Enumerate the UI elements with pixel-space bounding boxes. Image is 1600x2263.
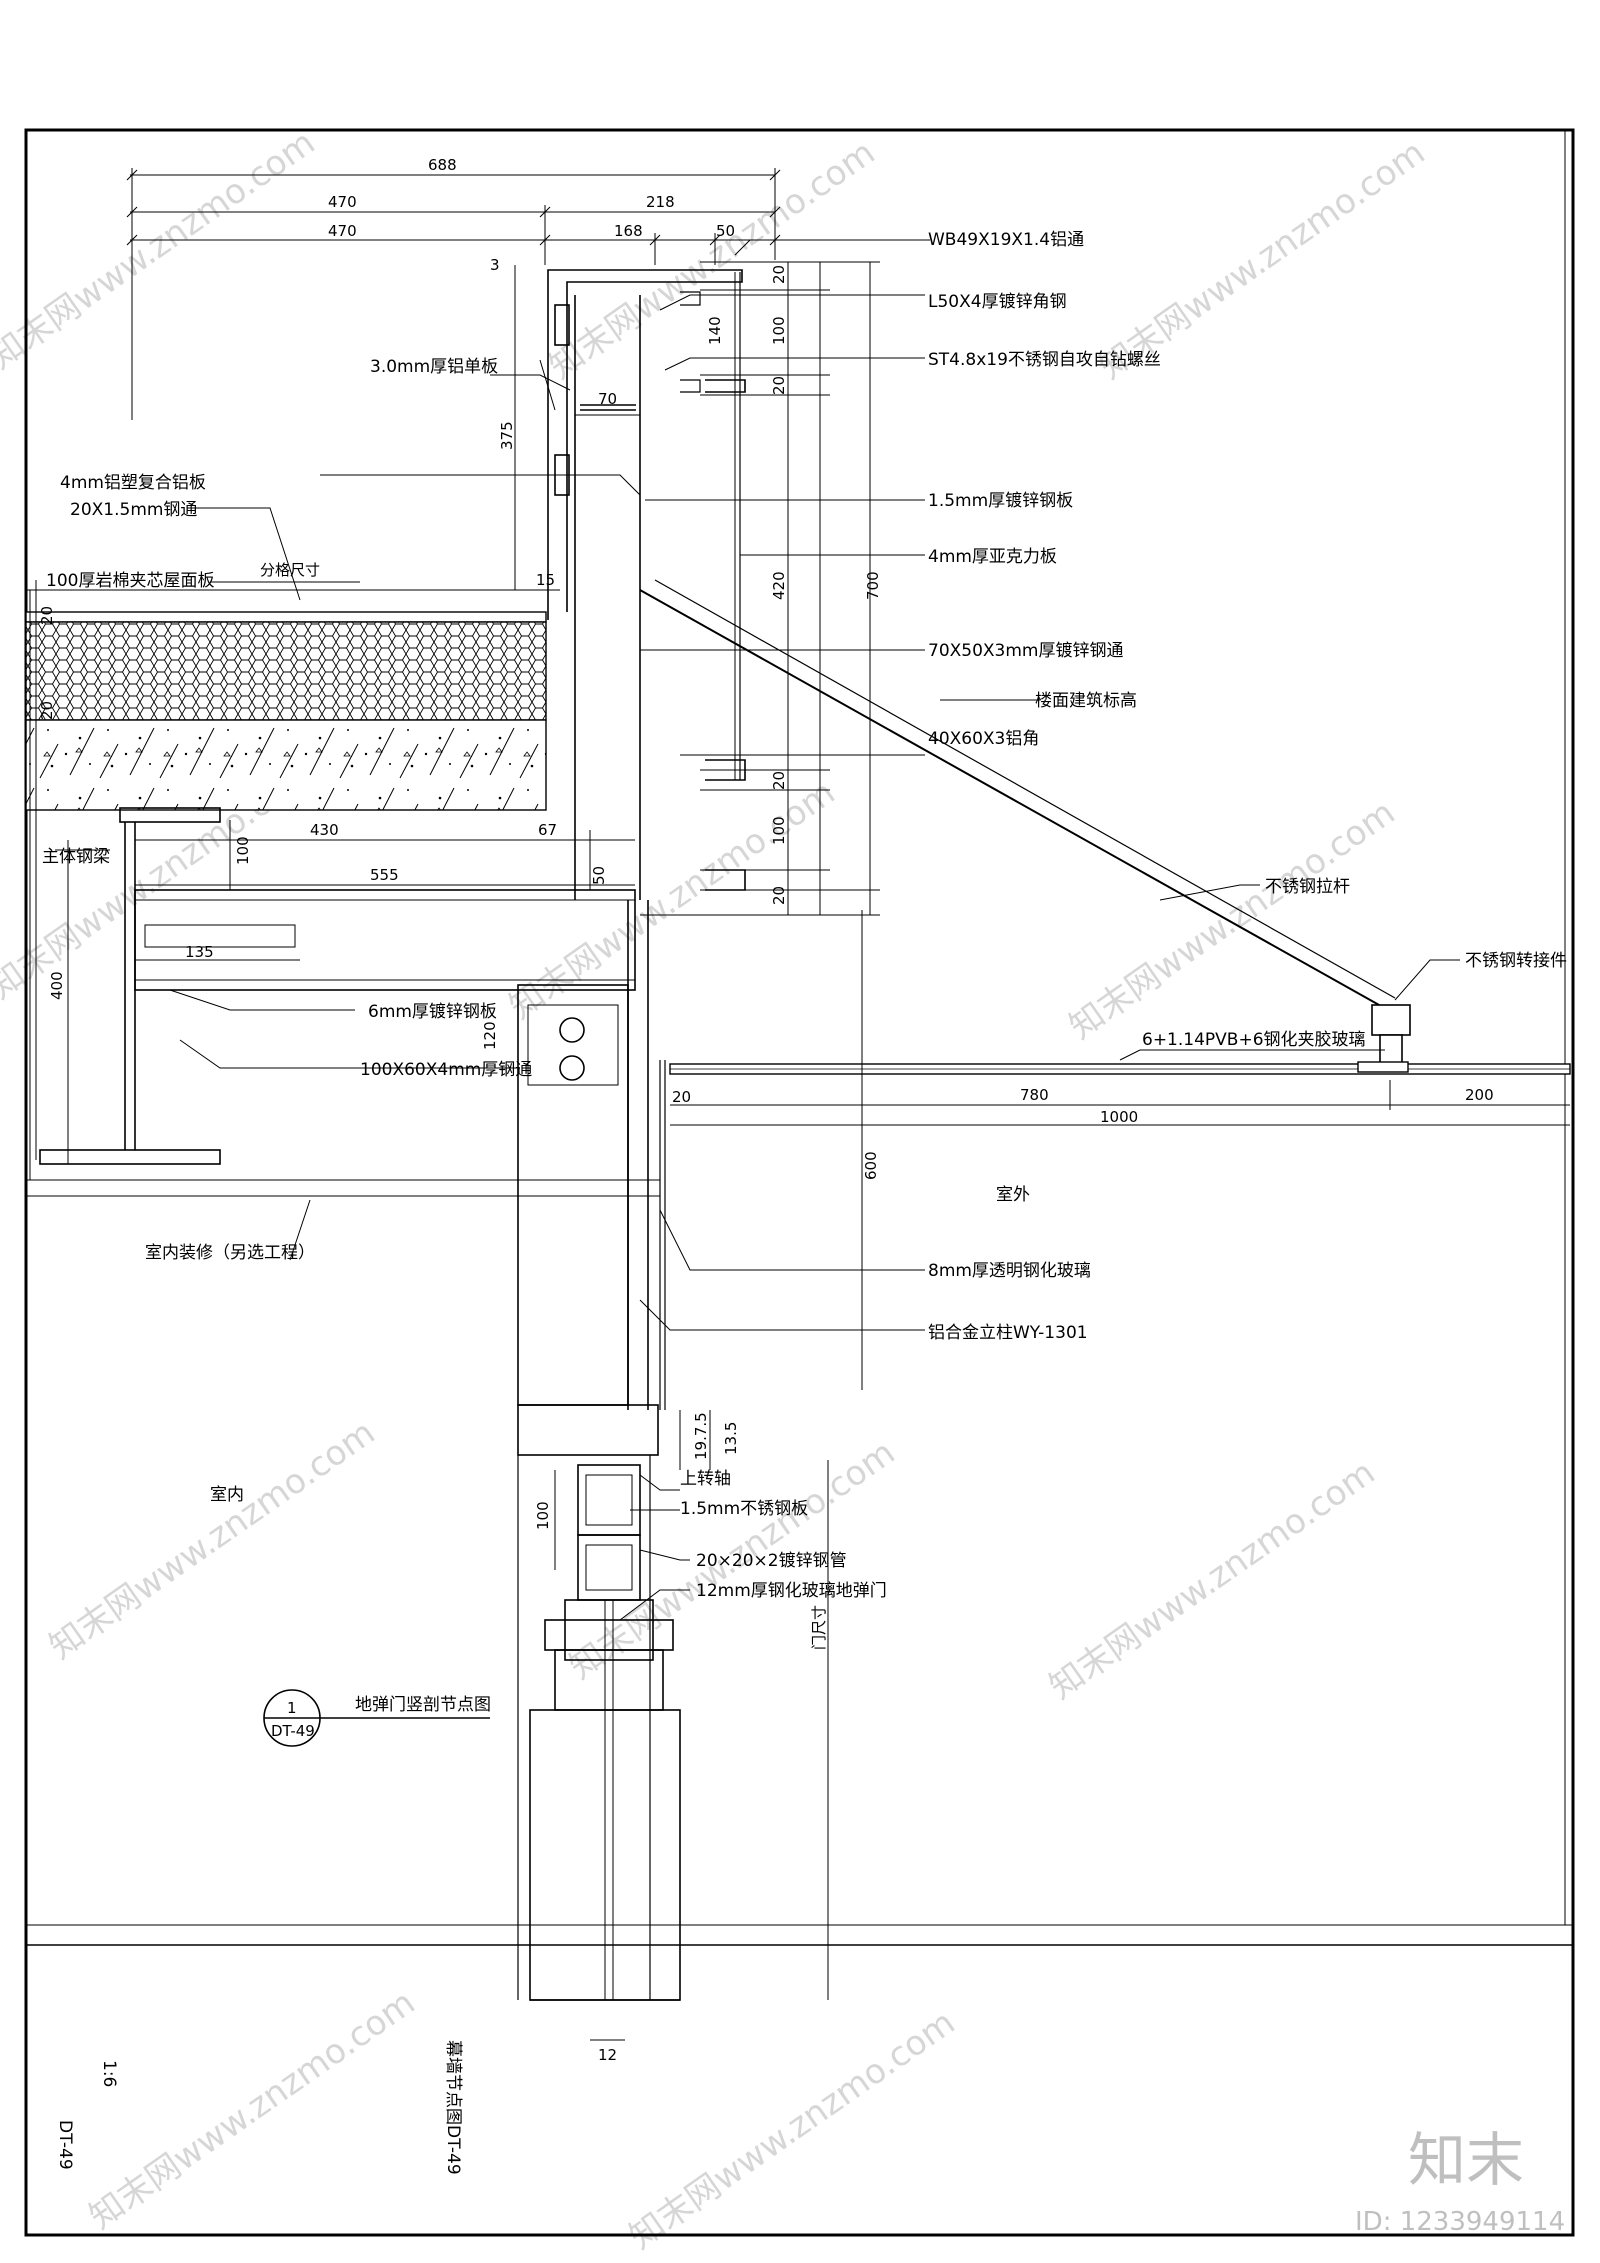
dim-470-second: 470: [328, 222, 357, 240]
dim-375: 375: [498, 421, 516, 450]
dim-right-20c: 20: [770, 771, 788, 790]
main-steel-beam: [26, 807, 660, 1197]
beam-dims: [67, 820, 635, 1164]
dim-right-20b: 20: [770, 376, 788, 395]
dim-12: 12: [598, 2046, 617, 2064]
dim-780: 780: [1020, 1086, 1049, 1104]
watermark-text: 知末网www.znzmo.com: [622, 2003, 962, 2258]
watermark-text: 知末网www.znzmo.com: [1042, 1453, 1382, 1708]
right-dimensions: [640, 261, 880, 916]
dim-19-7-5: 19.7.5: [692, 1412, 710, 1460]
label-al-mullion: 铝合金立柱WY-1301: [928, 1323, 1088, 1343]
label-laminated-glass: 6+1.14PVB+6钢化夹胶玻璃: [1142, 1030, 1366, 1050]
watermark-text: 知末网www.znzmo.com: [542, 133, 882, 388]
dim-218: 218: [646, 193, 675, 211]
top-dimensions: [126, 168, 781, 420]
canopy-dims: [670, 910, 1570, 1390]
label-l50-angle: L50X4厚镀锌角钢: [928, 292, 1067, 312]
watermark-layer: 知末网www.znzmo.com 知末网www.znzmo.com 知末网www…: [0, 123, 1432, 2258]
label-st-screw: ST4.8x19不锈钢自攻自钻螺丝: [928, 350, 1161, 370]
title-scale: 1:6: [99, 2060, 119, 2087]
title-drawing-name: 幕墙节点图DT-49: [443, 2040, 463, 2175]
dim-50-beam: 50: [590, 866, 608, 885]
label-door-glass: 12mm厚钢化玻璃地弹门: [696, 1581, 887, 1601]
dim-50: 50: [716, 222, 735, 240]
label-indoor: 室内: [210, 1485, 244, 1505]
label-galv-tube-70: 70X50X3mm厚镀锌钢通: [928, 641, 1124, 661]
dim-3: 3: [490, 256, 500, 274]
detail-callout: [263, 1689, 490, 1747]
dim-15: 15: [536, 571, 555, 589]
dim-700: 700: [864, 571, 882, 600]
parapet-coping: [539, 269, 746, 900]
watermark-text: 知末网www.znzmo.com: [42, 1413, 382, 1668]
label-al-angle: 40X60X3铝角: [928, 729, 1039, 749]
dim-right-20a: 20: [770, 265, 788, 284]
title-drawing-no: DT-49: [55, 2120, 75, 2170]
floor-spring-door: [529, 1464, 681, 2001]
label-rockwool: 100厚岩棉夹芯屋面板: [46, 571, 214, 591]
dim-right-100a: 100: [770, 316, 788, 345]
dim-20-left: 20: [38, 606, 56, 625]
label-al-composite: 4mm铝塑复合铝板: [60, 473, 206, 493]
watermark-text: 知末网www.znzmo.com: [82, 1983, 422, 2238]
label-al-plate-3: 3.0mm厚铝单板: [370, 357, 498, 377]
mullion-box: [517, 900, 666, 2000]
label-ss-joint: 不锈钢转接件: [1465, 951, 1567, 971]
label-main-beam: 主体钢梁: [42, 847, 110, 867]
detail-sheet: DT-49: [271, 1722, 315, 1740]
dim-120: 120: [481, 1021, 499, 1050]
dim-70: 70: [598, 390, 617, 408]
label-galv-plate-6: 6mm厚镀锌钢板: [368, 1002, 497, 1022]
roof-assembly: [25, 580, 560, 1180]
label-steel-tube-20: 20X1.5mm钢通: [70, 500, 197, 520]
label-steel-tube-100: 100X60X4mm厚钢通: [360, 1060, 532, 1080]
detail-number: 1: [287, 1699, 297, 1717]
leader-lines: [55, 239, 1460, 1621]
door-dims: [554, 1410, 829, 2041]
watermark-logo: 知末: [1408, 2126, 1524, 2194]
label-interior-finish: 室内装修（另选工程）: [145, 1243, 315, 1263]
label-galv-pipe: 20×20×2镀锌钢管: [696, 1551, 847, 1571]
dim-555: 555: [370, 866, 399, 884]
label-galv-plate-15: 1.5mm厚镀锌钢板: [928, 491, 1073, 511]
dim-20-roof: 20: [38, 701, 56, 720]
label-tempered-glass-8: 8mm厚透明钢化玻璃: [928, 1261, 1091, 1281]
dim-168: 168: [614, 222, 643, 240]
dim-140: 140: [706, 316, 724, 345]
parapet-dims: [514, 265, 640, 590]
dim-430: 430: [310, 821, 339, 839]
dim-135: 135: [185, 943, 214, 961]
dim-100-door: 100: [534, 1501, 552, 1530]
label-floor-level: 楼面建筑标高: [1035, 691, 1137, 711]
dim-100-beam: 100: [234, 836, 252, 865]
sheet-border: [24, 128, 1575, 2237]
watermark-id: ID: 1233949114: [1355, 2207, 1565, 2237]
watermark-text: 知末网www.znzmo.com: [1062, 793, 1402, 1048]
label-ss-plate: 1.5mm不锈钢板: [680, 1499, 808, 1519]
watermark-text: 知末网www.znzmo.com: [0, 123, 322, 378]
dim-67: 67: [538, 821, 557, 839]
dim-right-20d: 20: [770, 886, 788, 905]
dim-688: 688: [428, 156, 457, 174]
dim-200: 200: [1465, 1086, 1494, 1104]
dim-420: 420: [770, 571, 788, 600]
dim-13-5: 13.5: [722, 1422, 740, 1455]
label-acrylic: 4mm厚亚克力板: [928, 547, 1057, 567]
dim-right-100b: 100: [770, 816, 788, 845]
door-size-dim: 门尺寸: [810, 1605, 828, 1650]
detail-title: 地弹门竖剖节点图: [355, 1695, 491, 1715]
dim-600: 600: [862, 1151, 880, 1180]
dim-470-top: 470: [328, 193, 357, 211]
label-grid-size: 分格尺寸: [260, 561, 320, 579]
dim-glass-20: 20: [672, 1088, 691, 1106]
dim-1000: 1000: [1100, 1108, 1138, 1126]
label-top-pivot: 上转轴: [680, 1469, 731, 1489]
label-outdoor: 室外: [996, 1185, 1030, 1205]
label-ss-rod: 不锈钢拉杆: [1265, 877, 1350, 897]
label-wb-channel: WB49X19X1.4铝通: [928, 230, 1084, 250]
dim-400: 400: [48, 971, 66, 1000]
